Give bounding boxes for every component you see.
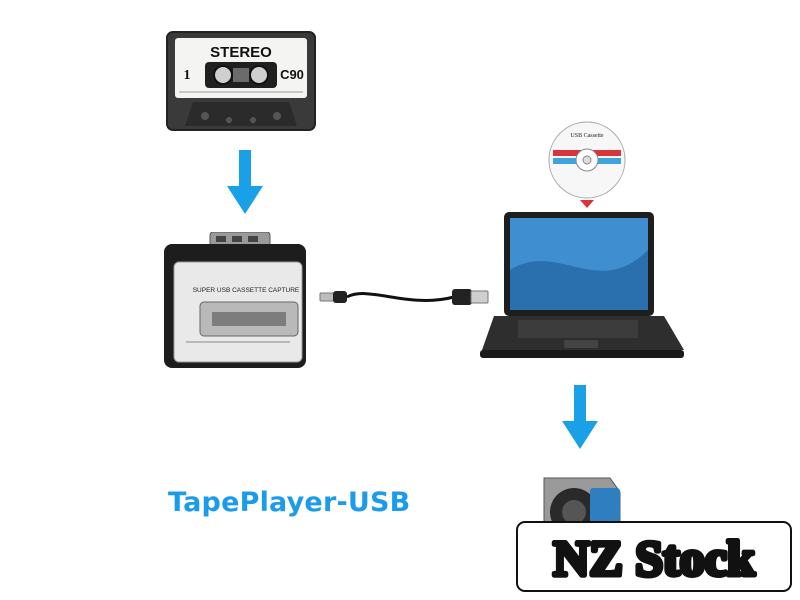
cassette-stereo-label: STEREO [210,44,272,61]
cd-label: USB Cassette [570,133,604,139]
watermark-text-outline: NZ Stock [553,530,755,586]
usb-cable-icon [319,289,489,305]
cassette-side-label: 1 [184,68,191,83]
down-arrow-icon [562,385,598,449]
nz-stock-logo: NZ Stock NZ Stock [516,521,792,592]
cassette-type-label: C90 [280,67,304,82]
watermark-text: NZ Stock [553,530,755,586]
player-label: SUPER USB CASSETTE CAPTURE [193,287,300,294]
cassette-tape-icon: STEREO 1 C90 [166,31,316,131]
product-caption: TapePlayer-USB [168,487,411,518]
laptop-icon [480,212,684,358]
software-cd-icon: USB Cassette [548,121,626,208]
down-arrow-icon [227,150,263,214]
usb-cassette-player-icon: SUPER USB CASSETTE CAPTURE [164,232,306,368]
